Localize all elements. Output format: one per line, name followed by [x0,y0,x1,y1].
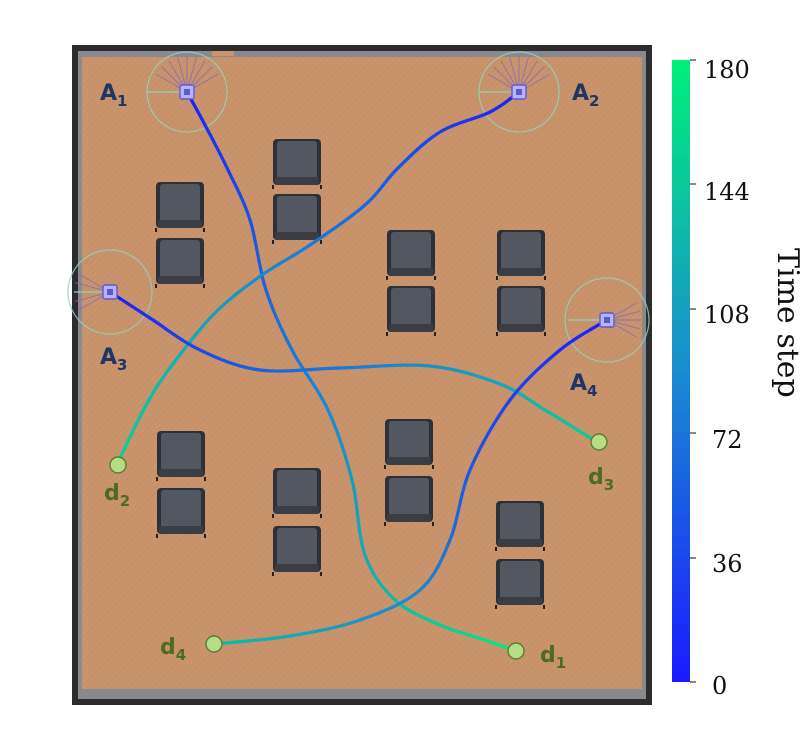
agent-robot-a4 [599,312,615,328]
chair [496,286,546,336]
chair [156,431,206,481]
destination-d2 [109,456,127,474]
chair [156,488,206,538]
chair [386,230,436,280]
chair [272,194,322,244]
sensor-range-circle [564,277,650,363]
colorbar-tick-144: 144 [704,178,750,206]
room-floor [82,57,642,689]
chair [272,468,322,518]
colorbar-tick-180: 180 [704,56,750,84]
trajectory-a2-d2 [116,90,521,464]
chairs [155,139,546,609]
destination-d1 [507,642,525,660]
colorbar-tick-0: 0 [712,672,727,700]
trajectory-a4-d4 [212,318,609,646]
colorbar-tick-36: 36 [712,550,743,578]
door-marker [212,51,234,56]
trajectories [108,90,609,653]
destination-label-d2: d2 [104,481,130,510]
destination-d4 [205,635,223,653]
agent-label-a2: A2 [572,81,599,110]
agent-robot-a3 [102,284,118,300]
chair [272,139,322,189]
markers [102,84,615,660]
colorbar-tick-72: 72 [712,426,743,454]
destination-label-d1: d1 [540,643,566,672]
agent-robot-a1 [179,84,195,100]
trajectory-a3-d3 [108,290,599,444]
agent-label-a1: A1 [100,81,127,110]
chair [384,476,434,526]
chair [495,501,545,551]
destination-label-d4: d4 [160,635,186,664]
chair [386,286,436,336]
agent-robot-a2 [511,84,527,100]
trajectory-a1-d1 [185,90,518,653]
chair [495,559,545,609]
chair [272,526,322,576]
colorbar-ticks [690,59,696,683]
chair [496,230,546,280]
sensor-range-circle [67,249,153,335]
colorbar [672,60,690,682]
destination-d3 [590,433,608,451]
colorbar-title: Time step [770,248,805,398]
chair [155,182,205,232]
colorbar-tick-108: 108 [704,301,750,329]
agent-label-a3: A3 [100,345,127,374]
destination-label-d3: d3 [588,465,614,494]
chair [384,419,434,469]
chair [155,238,205,288]
agent-label-a4: A4 [570,371,597,400]
